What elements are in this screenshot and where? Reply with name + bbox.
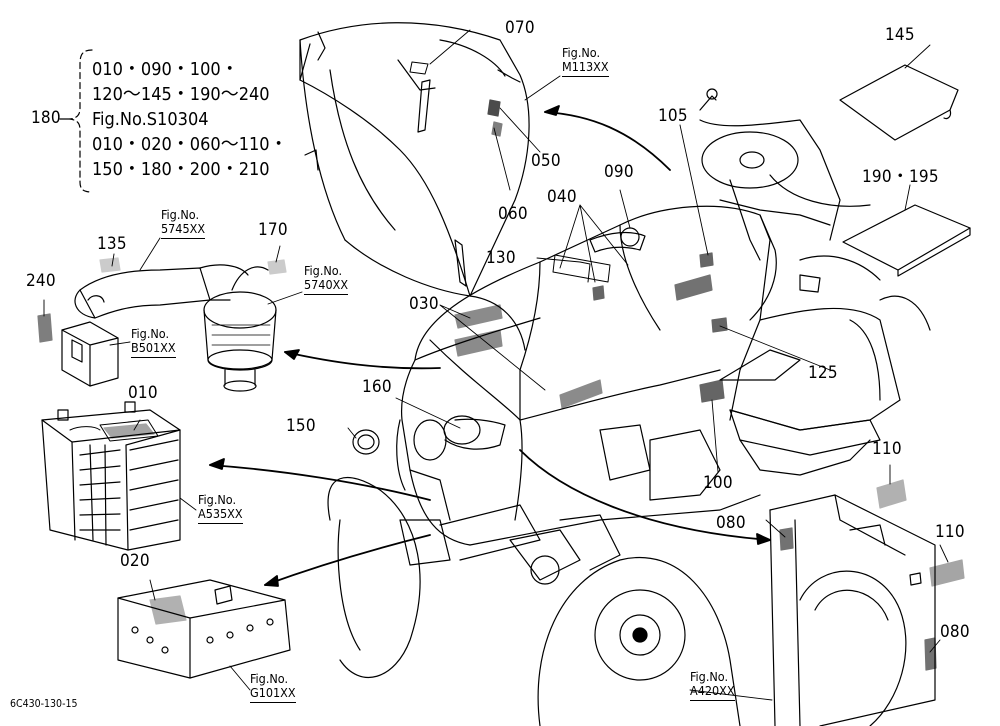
fig-ref-number: B501XX	[131, 341, 176, 358]
fig-ref-number: 5740XX	[304, 278, 349, 295]
note-brace	[59, 49, 93, 193]
fig-ref-prefix: Fig.No.	[690, 669, 729, 684]
note-180-block: 010・090・100・ 120～145・190～240 Fig.No.S103…	[92, 57, 288, 182]
note-line: Fig.No.S10304	[92, 109, 209, 130]
callout-150: 150	[286, 416, 316, 436]
radiator-frame-drawing	[769, 494, 937, 726]
note-line: 010・020・060～110・	[92, 134, 288, 155]
fig-ref-g101: Fig.No. G101XX	[250, 671, 296, 703]
note-line: 120～145・190～240	[92, 84, 270, 105]
callout-010: 010	[128, 383, 158, 403]
fig-ref-prefix: Fig.No.	[304, 263, 343, 278]
fig-ref-5740: Fig.No. 5740XX	[304, 263, 349, 295]
callout-110-b: 110	[935, 522, 965, 542]
callout-160: 160	[362, 377, 392, 397]
callout-130: 130	[486, 248, 516, 268]
fig-ref-number: A535XX	[198, 507, 243, 524]
callout-125: 125	[808, 363, 838, 383]
leader-arrows	[209, 105, 771, 587]
fig-ref-prefix: Fig.No.	[161, 207, 200, 222]
battery-drawing	[41, 401, 181, 551]
callout-170: 170	[258, 220, 288, 240]
note-line: 010・090・100・	[92, 59, 239, 80]
callout-105: 105	[658, 106, 688, 126]
emblem-drawing	[352, 429, 380, 455]
hood-panel-drawing	[299, 22, 530, 297]
fig-ref-a535: Fig.No. A535XX	[198, 492, 243, 524]
fig-ref-m113: Fig.No. M113XX	[562, 45, 609, 77]
callout-110-a: 110	[872, 439, 902, 459]
fig-ref-number: G101XX	[250, 686, 296, 703]
fig-ref-prefix: Fig.No.	[562, 45, 601, 60]
callout-080-b: 080	[940, 622, 970, 642]
callout-100: 100	[703, 473, 733, 493]
fig-ref-number: M113XX	[562, 60, 609, 77]
fig-ref-prefix: Fig.No.	[198, 492, 237, 507]
callout-050: 050	[531, 151, 561, 171]
callout-080-a: 080	[716, 513, 746, 533]
diagram-code: 6C430-130-15	[10, 698, 78, 710]
callout-145: 145	[885, 25, 915, 45]
callout-240: 240	[26, 271, 56, 291]
air-cleaner-drawing	[74, 257, 287, 392]
callout-190-195: 190・195	[862, 167, 939, 187]
fig-ref-b501: Fig.No. B501XX	[131, 326, 176, 358]
fig-ref-prefix: Fig.No.	[250, 671, 289, 686]
bracket-drawing	[37, 313, 119, 387]
callout-leaders	[43, 29, 949, 701]
callout-060: 060	[498, 204, 528, 224]
callout-070: 070	[505, 18, 535, 38]
fig-ref-number: 5745XX	[161, 222, 206, 239]
callout-090: 090	[604, 162, 634, 182]
callout-040: 040	[547, 187, 577, 207]
tractor-body-drawing	[327, 88, 931, 726]
decal-sheets-drawing	[839, 64, 971, 587]
callout-180: 180	[31, 108, 61, 128]
callout-020: 020	[120, 551, 150, 571]
front-frame-drawing	[117, 579, 291, 679]
fig-ref-number: A420XX	[690, 684, 735, 701]
callout-030: 030	[409, 294, 439, 314]
fig-ref-5745: Fig.No. 5745XX	[161, 207, 206, 239]
note-line: 150・180・200・210	[92, 159, 270, 180]
fig-ref-a420: Fig.No. A420XX	[690, 669, 735, 701]
callout-135: 135	[97, 234, 127, 254]
fig-ref-prefix: Fig.No.	[131, 326, 170, 341]
